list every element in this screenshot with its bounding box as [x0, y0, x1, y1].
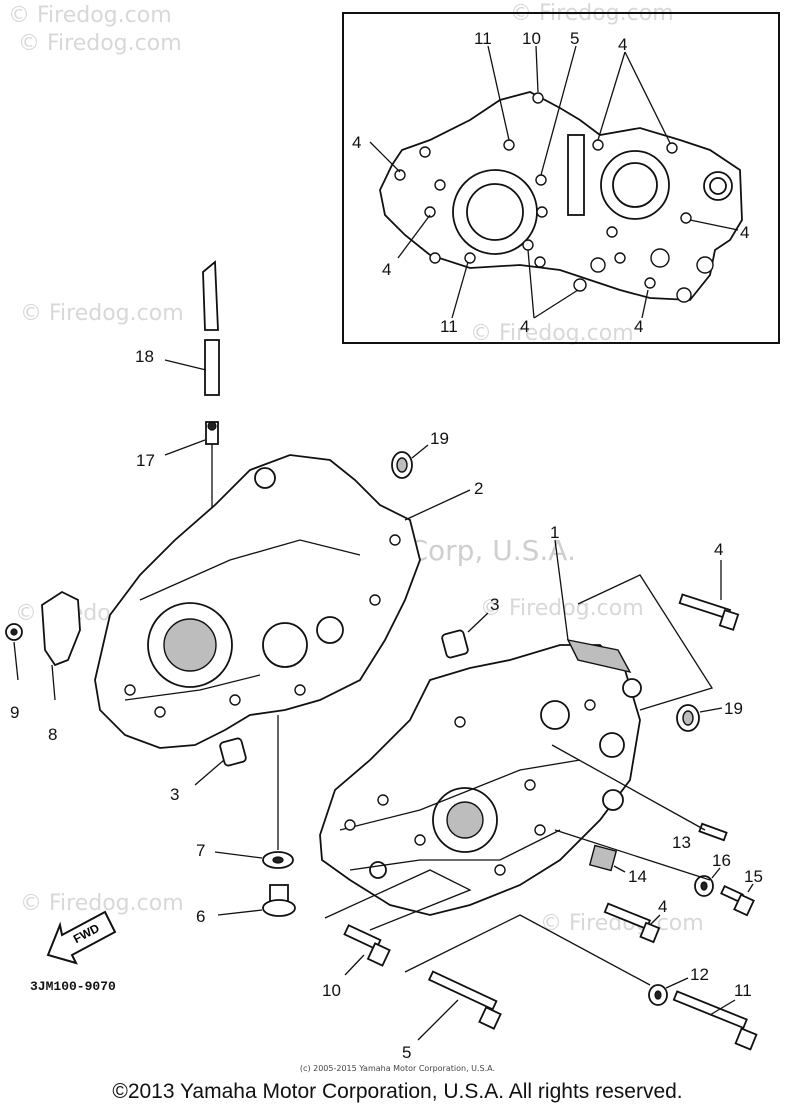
fwd-arrow-icon: FWD	[46, 910, 117, 965]
callout-19-upper: 19	[430, 429, 449, 448]
callout-inset-10: 10	[522, 29, 541, 48]
part-19-oil-seal-lower: 19	[676, 699, 743, 732]
part-4-bolt-lower: 4	[603, 897, 667, 944]
part-8-bracket: 8	[41, 590, 81, 744]
inset-panel: 4 11 10 5 4 4 4 11 4 4	[342, 12, 780, 344]
callout-inset-4c: 4	[740, 223, 749, 242]
callout-1: 1	[550, 523, 559, 542]
callout-14: 14	[628, 867, 647, 886]
callout-19-lower: 19	[724, 699, 743, 718]
part-10-bolt: 10	[322, 869, 472, 1000]
fine-print: (c) 2005-2015 Yamaha Motor Corporation, …	[299, 1064, 496, 1073]
callout-inset-11b: 11	[440, 317, 458, 336]
watermark-left-mid: © Firedog.com	[20, 301, 184, 326]
callout-9: 9	[10, 703, 19, 722]
callout-3-right: 3	[490, 595, 499, 614]
part-16-washer: 16	[694, 851, 731, 897]
watermark-right-low: © Firedog.com	[480, 596, 644, 621]
callout-6: 6	[196, 907, 205, 926]
part-12-washer: 12	[648, 965, 709, 1006]
watermark-right-mid: © Firedog.com	[470, 321, 634, 346]
part-9-screw: 9	[5, 623, 23, 722]
callout-10: 10	[322, 981, 341, 1000]
callout-5: 5	[402, 1043, 411, 1062]
part-15-bolt: 15	[554, 829, 763, 917]
callout-16: 16	[712, 851, 731, 870]
part-6-drain-bolt: 6	[196, 884, 296, 926]
part-4-bolt-upper: 4	[577, 540, 740, 711]
callout-inset-4d: 4	[382, 260, 391, 279]
part-11-bolt: 11	[672, 981, 758, 1051]
callout-7: 7	[196, 841, 205, 860]
part-7-gasket: 7	[196, 715, 294, 869]
callout-13: 13	[672, 833, 691, 852]
callout-8: 8	[48, 725, 57, 744]
part-5-bolt: 5	[402, 914, 651, 1062]
callout-18: 18	[135, 347, 154, 366]
part-14-block: 14	[588, 844, 647, 886]
part-1-crankcase-right: 1	[319, 523, 642, 916]
part-2-crankcase-left: 2	[94, 454, 483, 749]
watermark-top-left: © Firedog.com	[8, 3, 172, 28]
diagram-code: 3JM100-9070	[30, 979, 116, 994]
part-17-nipple: 17	[136, 421, 219, 570]
part-13-spring-pin: 13	[551, 744, 728, 852]
callout-inset-5: 5	[570, 29, 579, 48]
callout-inset-4f: 4	[634, 317, 643, 336]
callout-17: 17	[136, 451, 155, 470]
part-3-dowel-pin-left: 3	[170, 737, 247, 804]
callout-inset-4b: 4	[618, 35, 627, 54]
callout-inset-4e: 4	[520, 317, 529, 336]
callout-4-upper: 4	[714, 540, 723, 559]
part-19-oil-seal-upper: 19	[391, 429, 449, 479]
part-3-dowel-pin-right: 3	[441, 595, 499, 659]
watermark-bottom-left: © Firedog.com	[20, 891, 184, 916]
callout-2: 2	[474, 479, 483, 498]
copyright-footer: ©2013 Yamaha Motor Corporation, U.S.A. A…	[112, 1080, 683, 1103]
callout-4-lower: 4	[658, 897, 667, 916]
callout-inset-11a: 11	[474, 29, 492, 48]
callout-inset-4a: 4	[352, 133, 361, 152]
callout-11: 11	[734, 981, 752, 1000]
part-18-breather-pipe: 18	[135, 260, 220, 396]
callout-3-left: 3	[170, 785, 179, 804]
callout-12: 12	[690, 965, 709, 984]
watermark-top-left-2: © Firedog.com	[18, 31, 182, 56]
callout-15: 15	[744, 867, 763, 886]
